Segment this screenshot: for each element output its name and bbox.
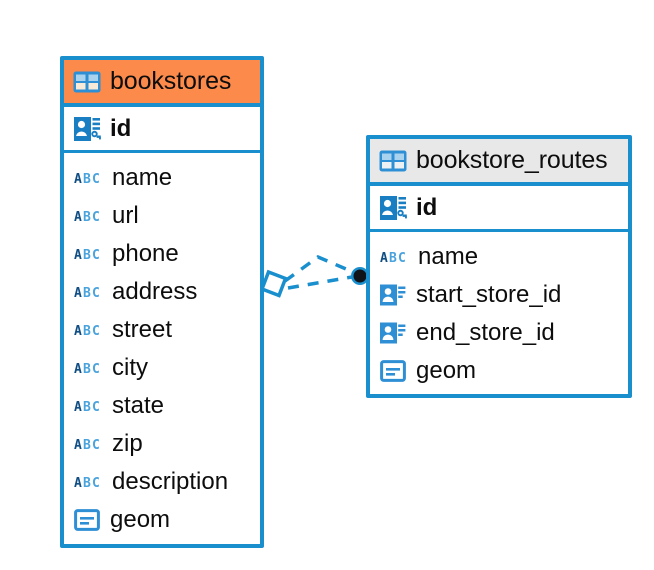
- primary-key-icon: [379, 194, 407, 222]
- field-row-name[interactable]: A B C name: [370, 238, 628, 276]
- foreign-key-icon: [380, 284, 406, 306]
- svg-text:A: A: [74, 286, 82, 300]
- entity-title-label: bookstore_routes: [416, 146, 608, 174]
- svg-text:B: B: [83, 286, 91, 300]
- field-row-geom[interactable]: geom: [370, 352, 628, 390]
- field-row-start-store-id[interactable]: start_store_id: [370, 276, 628, 314]
- field-label: geom: [416, 357, 477, 384]
- field-row-street[interactable]: A B C street: [64, 311, 260, 349]
- field-row-state[interactable]: A B C state: [64, 387, 260, 425]
- svg-text:C: C: [92, 248, 100, 262]
- geometry-icon: [380, 360, 406, 382]
- svg-text:A: A: [380, 251, 388, 265]
- field-row-description[interactable]: A B C description: [64, 463, 260, 501]
- field-label: address: [112, 278, 198, 305]
- table-icon: [73, 71, 101, 93]
- svg-text:C: C: [92, 324, 100, 338]
- primary-key-label: id: [110, 114, 132, 142]
- svg-text:B: B: [83, 324, 91, 338]
- svg-text:C: C: [92, 172, 100, 186]
- diamond-open-marker: [259, 269, 288, 298]
- svg-text:C: C: [92, 286, 100, 300]
- svg-text:B: B: [389, 251, 397, 265]
- svg-text:C: C: [92, 362, 100, 376]
- geometry-icon: [74, 509, 100, 531]
- svg-text:A: A: [74, 324, 82, 338]
- svg-text:A: A: [74, 438, 82, 452]
- field-row-geom[interactable]: geom: [64, 501, 260, 539]
- abc-text-icon: A B C: [74, 246, 102, 262]
- field-row-address[interactable]: A B C address: [64, 273, 260, 311]
- entity-table-bookstore-routes[interactable]: bookstore_routes: [366, 135, 632, 398]
- svg-text:A: A: [74, 400, 82, 414]
- svg-text:C: C: [398, 251, 406, 265]
- field-row-phone[interactable]: A B C phone: [64, 235, 260, 273]
- svg-text:C: C: [92, 400, 100, 414]
- svg-text:B: B: [83, 210, 91, 224]
- field-label: name: [418, 243, 479, 270]
- entity-header-bookstore-routes[interactable]: bookstore_routes: [370, 139, 628, 186]
- field-label: phone: [112, 240, 179, 267]
- field-label: end_store_id: [416, 319, 555, 346]
- field-list-bookstore-routes: A B C name: [370, 232, 628, 397]
- abc-text-icon: A B C: [74, 322, 102, 338]
- field-label: description: [112, 468, 229, 495]
- field-label: name: [112, 164, 173, 191]
- field-label: start_store_id: [416, 281, 562, 308]
- primary-key-row-bookstore-routes[interactable]: id: [370, 186, 628, 232]
- field-label: url: [112, 202, 139, 229]
- table-icon: [379, 150, 407, 172]
- svg-text:A: A: [74, 210, 82, 224]
- field-label: city: [112, 354, 148, 381]
- svg-text:B: B: [83, 438, 91, 452]
- entity-header-bookstores[interactable]: bookstores: [64, 60, 260, 107]
- svg-text:A: A: [74, 476, 82, 490]
- svg-text:B: B: [83, 400, 91, 414]
- field-row-url[interactable]: A B C url: [64, 197, 260, 235]
- field-row-end-store-id[interactable]: end_store_id: [370, 314, 628, 352]
- svg-text:C: C: [92, 210, 100, 224]
- field-list-bookstores: A B C name A B C url: [64, 153, 260, 546]
- relationship-line-straight: [287, 275, 353, 290]
- field-row-zip[interactable]: A B C zip: [64, 425, 260, 463]
- svg-text:C: C: [92, 438, 100, 452]
- abc-text-icon: A B C: [74, 170, 102, 186]
- abc-text-icon: A B C: [74, 360, 102, 376]
- field-row-city[interactable]: A B C city: [64, 349, 260, 387]
- svg-text:B: B: [83, 362, 91, 376]
- svg-text:B: B: [83, 172, 91, 186]
- field-label: zip: [112, 430, 143, 457]
- abc-text-icon: A B C: [380, 249, 408, 265]
- svg-text:A: A: [74, 172, 82, 186]
- field-label: geom: [110, 506, 171, 533]
- svg-text:B: B: [83, 476, 91, 490]
- primary-key-icon: [73, 115, 101, 143]
- relationship-line-arc: [283, 254, 354, 283]
- svg-text:C: C: [92, 476, 100, 490]
- svg-text:A: A: [74, 248, 82, 262]
- field-label: street: [112, 316, 173, 343]
- abc-text-icon: A B C: [74, 284, 102, 300]
- svg-text:B: B: [83, 248, 91, 262]
- abc-text-icon: A B C: [74, 208, 102, 224]
- primary-key-label: id: [416, 193, 438, 221]
- abc-text-icon: A B C: [74, 398, 102, 414]
- svg-text:A: A: [74, 362, 82, 376]
- entity-title-label: bookstores: [110, 67, 232, 95]
- foreign-key-icon: [380, 322, 406, 344]
- abc-text-icon: A B C: [74, 436, 102, 452]
- entity-table-bookstores[interactable]: bookstores: [60, 56, 264, 548]
- abc-text-icon: A B C: [74, 474, 102, 490]
- field-label: state: [112, 392, 165, 419]
- field-row-name[interactable]: A B C name: [64, 159, 260, 197]
- primary-key-row-bookstores[interactable]: id: [64, 107, 260, 153]
